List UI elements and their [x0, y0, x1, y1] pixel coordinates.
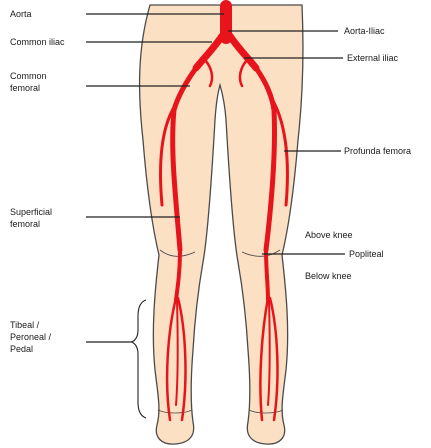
label-popliteal: Popliteal	[349, 249, 384, 259]
label-above-knee: Above knee	[305, 230, 353, 240]
label-external-iliac: External iliac	[347, 53, 399, 63]
label-below-knee: Below knee	[305, 271, 352, 281]
label-common-iliac: Common iliac	[10, 37, 65, 47]
label-common-femoral-line2: femoral	[10, 83, 40, 93]
label-profunda-femora: Profunda femora	[344, 146, 411, 156]
label-superficial-femoral-line1: Superficial	[10, 207, 52, 217]
label-tibeal-line2: Peroneal /	[10, 332, 52, 342]
label-tibeal-line1: Tibeal /	[10, 320, 40, 330]
label-superficial-femoral-line2: femoral	[10, 219, 40, 229]
label-common-femoral-line1: Common	[10, 71, 47, 81]
left-popliteal	[266, 250, 268, 300]
label-aorta: Aorta	[10, 9, 32, 19]
tibeal-brace	[130, 300, 146, 418]
label-aorta-iliac: Aorta-Iliac	[344, 26, 385, 36]
label-tibeal-line3: Pedal	[10, 344, 33, 354]
